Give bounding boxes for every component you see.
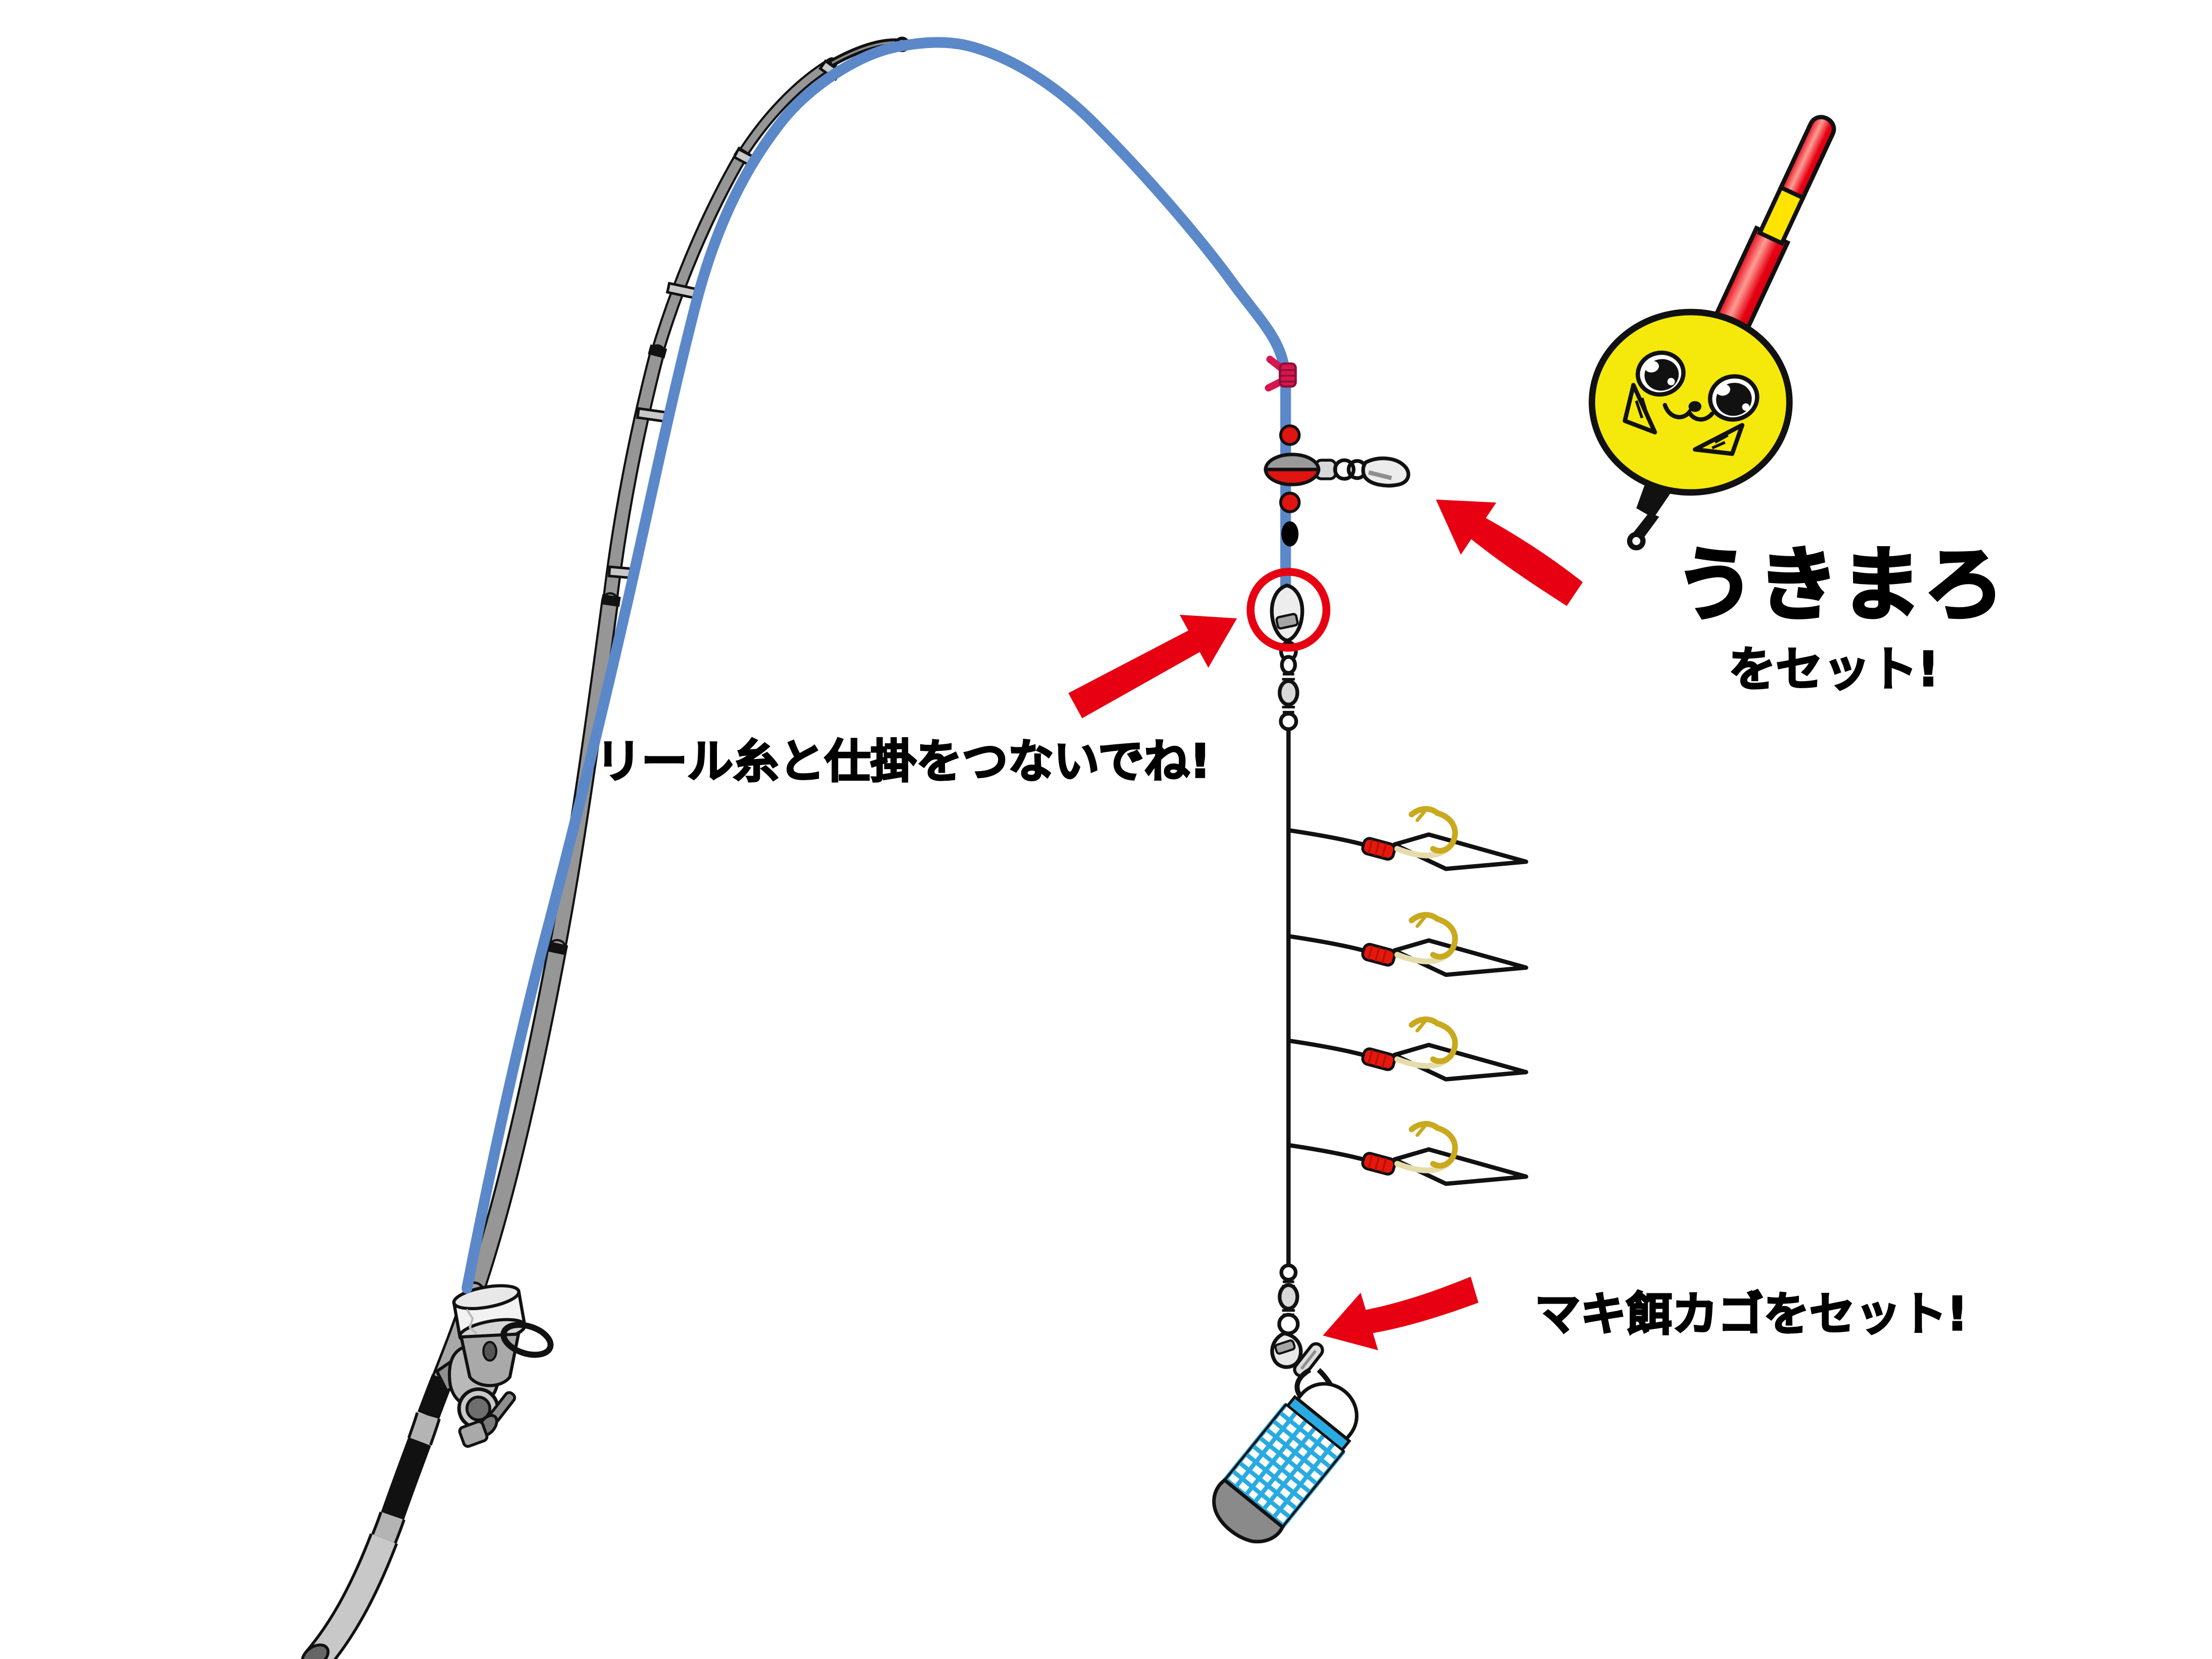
float-head <box>1589 308 1793 496</box>
bait-cage <box>1212 1342 1359 1544</box>
reel-body-lower <box>458 1420 488 1448</box>
rod-butt-cap <box>301 1643 330 1659</box>
arrow-to-bait-cage <box>1323 1276 1479 1351</box>
fishing-rod <box>301 36 910 1659</box>
label-float-name: うきまろ <box>1675 539 2007 632</box>
rig-bead-upper <box>1279 424 1301 446</box>
rod-handle <box>301 1281 485 1659</box>
cage-bottom-weight <box>1212 1477 1285 1544</box>
float-snap-ring-1 <box>1333 458 1356 481</box>
spinning-reel <box>435 1284 554 1448</box>
hook-dropper-1 <box>1288 809 1526 869</box>
label-cage-instruction: マキ餌カゴをセット! <box>1534 1288 1968 1341</box>
rig-bead-lower <box>1279 491 1301 513</box>
rod-grip-lower <box>381 1437 431 1520</box>
interlock-snap <box>1270 584 1304 643</box>
float-left-cheek-mark <box>1622 383 1657 435</box>
connector-highlight-ring <box>1246 568 1331 652</box>
float-stem-lower <box>1633 512 1659 539</box>
hook-dropper-4 <box>1288 1124 1526 1184</box>
cage-bail-left <box>1294 1367 1312 1397</box>
label-float-action: をセット! <box>1729 642 1939 697</box>
arrow-to-float-snap <box>1436 499 1583 606</box>
float-snap-latch <box>1368 470 1392 480</box>
cage-dome-top <box>1295 1382 1359 1442</box>
swivel-barrel <box>1278 679 1299 707</box>
bottom-snap-swivel <box>1270 1263 1303 1369</box>
float-mouth <box>1662 402 1714 422</box>
label-connect-instruction: リール糸と仕掛をつないでね! <box>596 735 1210 788</box>
float-stop-body-top <box>1263 453 1321 471</box>
reel-bail-arm <box>500 1322 554 1358</box>
float-attach-snap <box>1361 456 1411 488</box>
float-stop-body-bottom <box>1263 468 1321 486</box>
arrow-to-connector-ring <box>1068 614 1237 719</box>
reel-line-wraps <box>466 1309 478 1335</box>
float-right-eye <box>1708 374 1759 422</box>
interlock-snap-latch <box>1275 613 1299 630</box>
float-right-cheek-mark <box>1693 423 1745 456</box>
float-nose <box>1688 401 1702 412</box>
cage-clip <box>1293 1342 1324 1378</box>
stick-red-tip <box>1778 115 1836 201</box>
line-stopper <box>1265 355 1297 392</box>
reel-line <box>461 37 1291 1294</box>
ukimaro-float <box>1589 115 1836 551</box>
float-left-eye <box>1636 350 1686 397</box>
upper-barrel-swivel <box>1278 640 1299 731</box>
rig-bead-black <box>1281 521 1299 547</box>
float-snap-assembly <box>1263 453 1411 488</box>
rod-grip-upper <box>417 1374 454 1420</box>
hook-dropper-2 <box>1288 915 1526 975</box>
hook-dropper-3 <box>1288 1019 1526 1080</box>
reel-drag-knob <box>465 1396 491 1422</box>
